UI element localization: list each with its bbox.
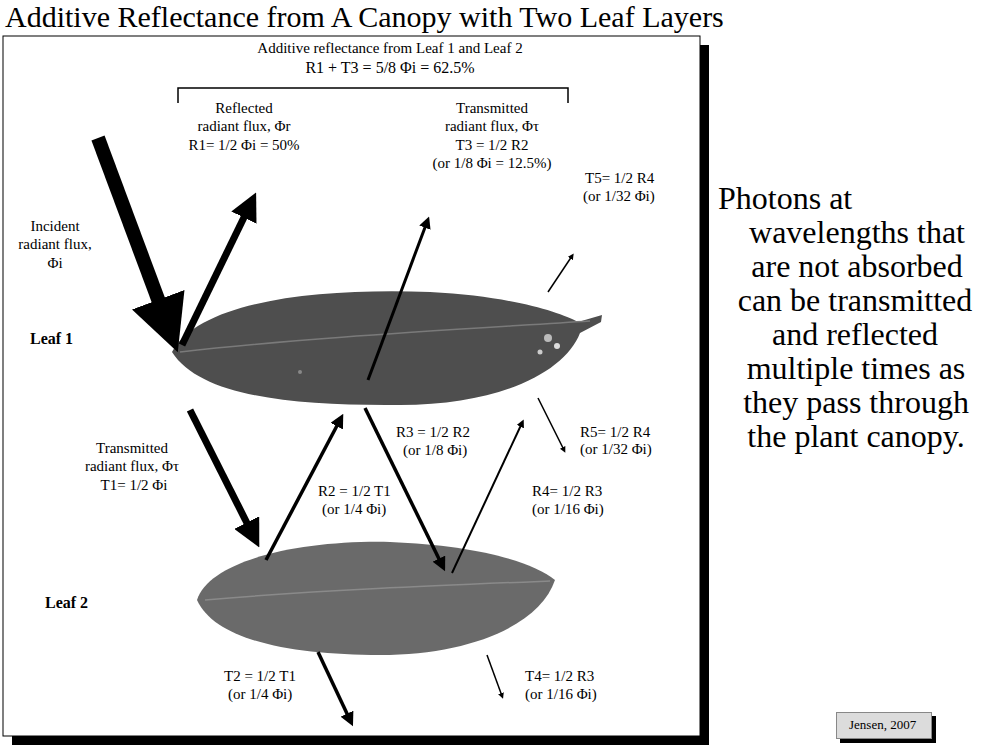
flux-label: T2 = 1/2 T1 [224, 668, 296, 685]
flux-label: (or 1/32 Φi) [583, 188, 655, 205]
panel [3, 36, 700, 736]
reflected-arrow [538, 398, 564, 450]
leaf-shape [172, 291, 602, 405]
flux-label: T3 = 1/2 R2 [455, 137, 528, 154]
flux-label: R2 = 1/2 T1 [318, 483, 391, 500]
note-text: and reflected [772, 316, 938, 353]
flux-label: T5= 1/2 R4 [585, 170, 654, 187]
leaf-label: Leaf 1 [30, 330, 73, 348]
flux-label: Reflected [215, 100, 272, 117]
note-text: wavelengths that [749, 214, 965, 251]
flux-label: Φi [47, 255, 62, 272]
credit-box: Jensen, 2007 [836, 712, 932, 739]
flux-label: T4= 1/2 R3 [525, 668, 594, 685]
leaf-shape [197, 542, 555, 655]
flux-label: (or 1/4 Φi) [228, 686, 292, 703]
flux-label: (or 1/32 Φi) [580, 441, 652, 458]
transmitted-arrow [368, 222, 427, 380]
flux-label: R1 + T3 = 5/8 Φi = 62.5% [305, 59, 474, 77]
flux-label: radiant flux, [18, 236, 91, 253]
reflected-arrow [182, 205, 250, 345]
flux-label: (or 1/4 Φi) [322, 501, 386, 518]
leaf-label: Leaf 2 [45, 594, 88, 612]
note-text: they pass through [743, 384, 969, 421]
note-text: the plant canopy. [747, 418, 964, 455]
credit-text: Jensen, 2007 [837, 713, 931, 737]
transmitted-arrow [487, 655, 502, 696]
leaf-spot [298, 370, 302, 374]
transmitted-arrow [548, 256, 572, 292]
flux-label: (or 1/16 Φi) [532, 501, 604, 518]
leaf-spot [544, 334, 552, 342]
note-text: can be transmitted [738, 282, 973, 319]
note-text: multiple times as [747, 350, 966, 387]
leaf-midrib [205, 581, 550, 600]
flux-label: R3 = 1/2 R2 [396, 424, 470, 441]
leaf-spot [538, 350, 543, 355]
incident-arrow [98, 138, 168, 326]
flux-label: T1= 1/2 Φi [101, 477, 168, 494]
flux-label: (or 1/8 Φi) [403, 442, 467, 459]
transmitted-arrow [190, 410, 253, 535]
slide-title: Additive Reflectance from A Canopy with … [5, 0, 724, 34]
flux-label: Transmitted [96, 440, 168, 457]
flux-label: Transmitted [456, 100, 528, 117]
flux-label: R1= 1/2 Φi = 50% [188, 137, 299, 154]
transmitted-arrow [318, 652, 350, 720]
flux-label: radiant flux, Φτ [445, 118, 539, 135]
flux-label: (or 1/8 Φi = 12.5%) [433, 155, 552, 172]
flux-label: R4= 1/2 R3 [532, 483, 602, 500]
flux-label: radiant flux, Φτ [85, 458, 179, 475]
note-text: are not absorbed [751, 248, 962, 285]
flux-label: radiant flux, Φr [197, 118, 290, 135]
flux-label: Additive reflectance from Leaf 1 and Lea… [257, 40, 522, 57]
note-text: Photons at [718, 180, 852, 217]
leaf-spot [554, 343, 560, 349]
flux-label: (or 1/16 Φi) [525, 686, 597, 703]
flux-label: Incident [30, 218, 79, 235]
flux-label: R5= 1/2 R4 [580, 424, 650, 441]
